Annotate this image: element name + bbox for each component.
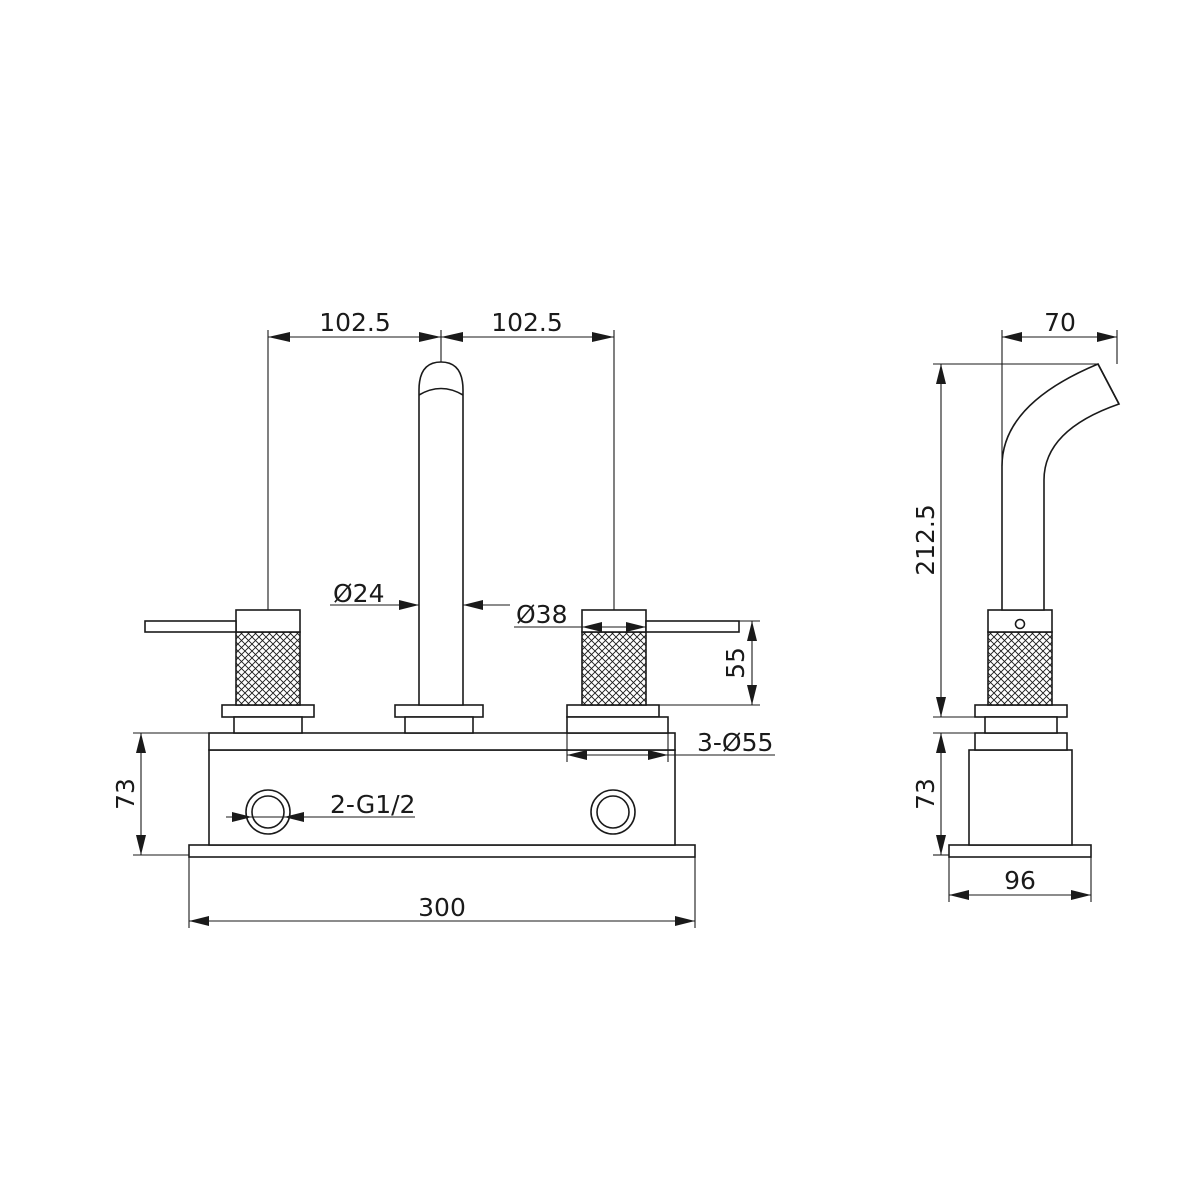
dim-spout-reach-label: 70 xyxy=(1044,308,1076,337)
dim-inlet-thread: 2-G1/2 xyxy=(226,790,415,822)
dim-spout-diameter-label: Ø24 xyxy=(333,579,385,608)
side-handle xyxy=(987,609,1053,706)
inlet-port-right xyxy=(590,789,636,835)
dim-side-base-height: 73 xyxy=(911,732,975,856)
dim-right-spacing: 102.5 xyxy=(491,308,563,337)
side-spout xyxy=(1001,362,1121,611)
dim-total-width: 300 xyxy=(188,857,696,928)
dim-inlet-thread-label: 2-G1/2 xyxy=(330,790,415,819)
base-box xyxy=(188,732,696,858)
handle-left xyxy=(144,609,315,734)
dim-base-depth: 96 xyxy=(948,857,1092,902)
dim-handle-diameter: Ø38 xyxy=(514,600,646,632)
dim-side-base-height-label: 73 xyxy=(911,778,940,810)
side-view: 70 212.5 73 96 xyxy=(911,308,1121,902)
dim-total-height: 212.5 xyxy=(911,363,1098,718)
dim-handle-height-label: 55 xyxy=(721,647,750,679)
dim-base-depth-label: 96 xyxy=(1004,866,1036,895)
dim-base-height-label: 73 xyxy=(111,778,140,810)
dim-base-holes: 3-Ø55 xyxy=(566,728,775,762)
dim-spacing: 102.5 102.5 xyxy=(267,308,615,610)
dim-spout-diameter: Ø24 xyxy=(330,579,510,610)
dim-spout-reach: 70 xyxy=(1001,308,1118,466)
handle-right xyxy=(566,609,740,734)
dim-total-width-label: 300 xyxy=(418,893,466,922)
dim-base-height: 73 xyxy=(111,732,209,856)
dim-handle-diameter-label: Ø38 xyxy=(516,600,568,629)
dim-handle-height: 55 xyxy=(659,620,760,706)
dim-base-holes-label: 3-Ø55 xyxy=(697,728,773,757)
front-view: 102.5 102.5 Ø24 Ø38 55 xyxy=(111,308,775,928)
inlet-port-left xyxy=(245,789,291,835)
side-base xyxy=(948,704,1092,858)
spout xyxy=(394,361,484,734)
dim-left-spacing: 102.5 xyxy=(319,308,391,337)
dim-total-height-label: 212.5 xyxy=(911,504,940,576)
